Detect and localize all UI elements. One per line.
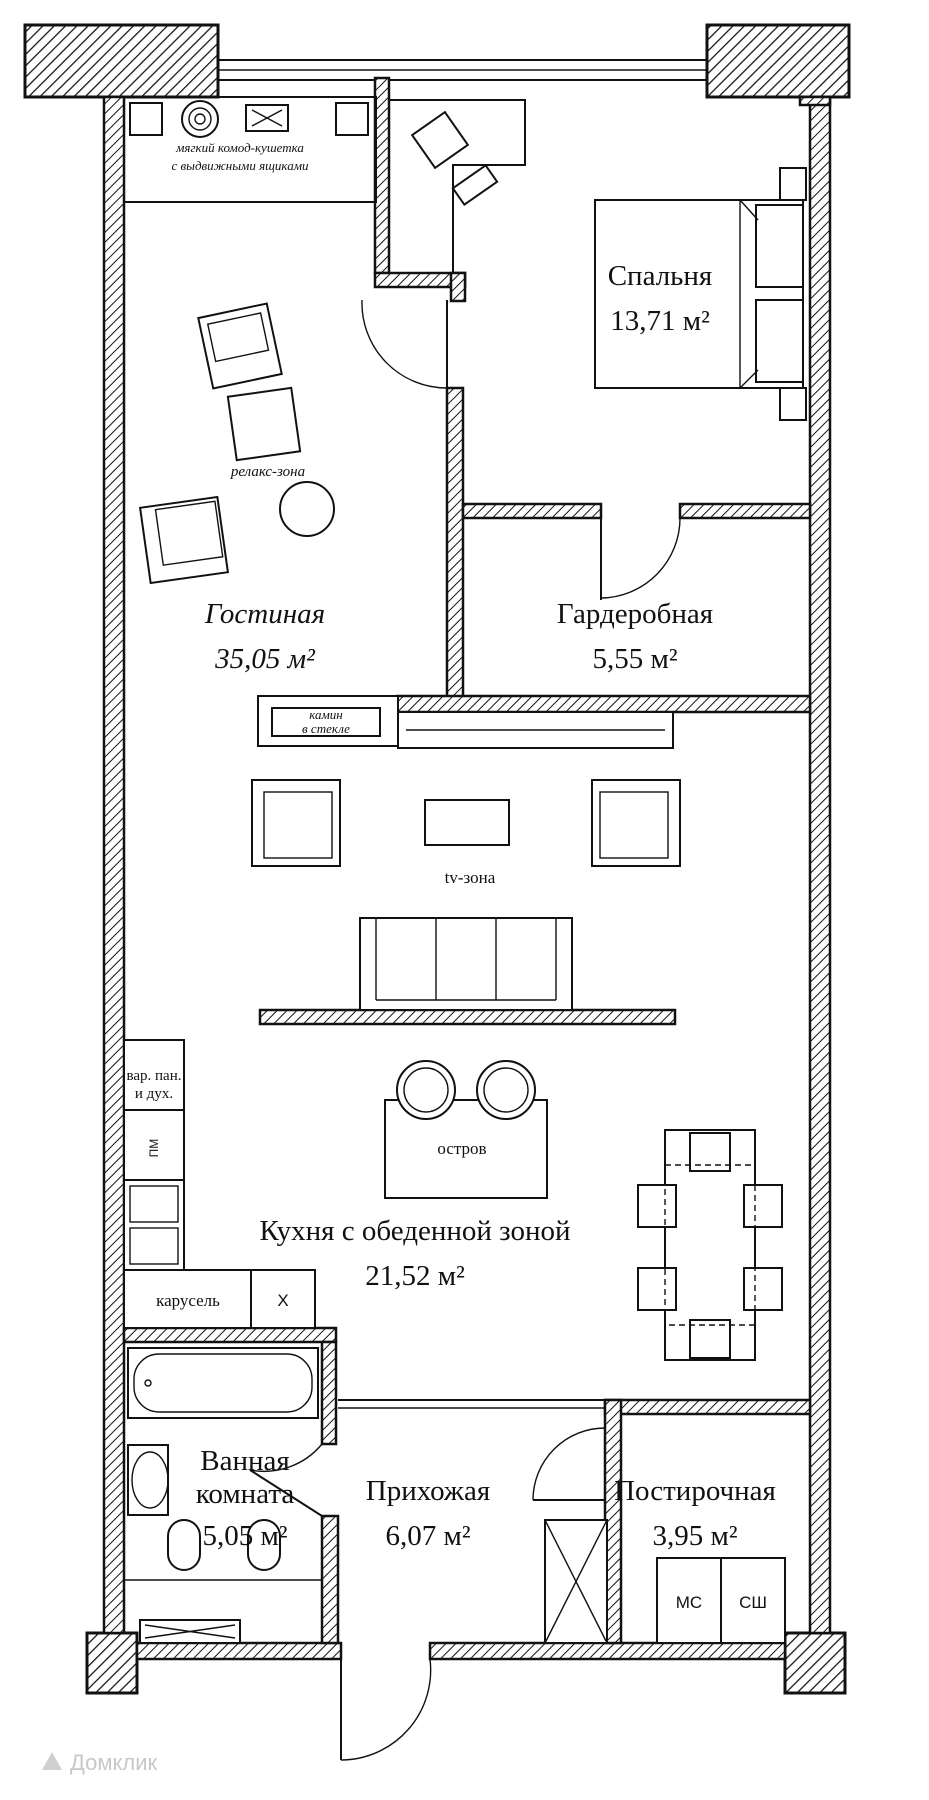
pillar-top-right xyxy=(705,23,851,99)
living-area: 35,05 м² xyxy=(214,643,316,675)
hallway-area: 6,07 м² xyxy=(385,1520,470,1552)
tv-zone: tv-зона xyxy=(251,779,681,1011)
washer-label: МС xyxy=(676,1593,702,1612)
bedroom-area: 13,71 м² xyxy=(610,305,710,337)
top-window xyxy=(218,59,707,81)
hallway-name: Прихожая xyxy=(366,1475,490,1507)
dryer-label: СШ xyxy=(739,1593,767,1612)
wall-left xyxy=(102,95,126,1635)
kitchen-name: Кухня с обеденной зоной xyxy=(259,1215,570,1247)
laundry-area: 3,95 м² xyxy=(652,1520,737,1552)
fridge-label: Х xyxy=(277,1291,288,1310)
laundry-appliances: МС СШ xyxy=(656,1557,786,1644)
kitchen-area: 21,52 м² xyxy=(365,1260,465,1292)
bed xyxy=(594,167,807,421)
dresser-label-line2: с выдвижными ящиками xyxy=(172,158,309,173)
fireplace-label-line2: в стекле xyxy=(302,721,350,736)
watermark-text: Домклик xyxy=(70,1750,158,1775)
wardrobe-area: 5,55 м² xyxy=(592,643,677,675)
pillar-bottom-left xyxy=(85,1631,139,1695)
bathroom-fixtures xyxy=(124,1347,322,1644)
house-icon xyxy=(42,1752,62,1770)
wall-bottom-left xyxy=(135,1641,343,1661)
study-desk xyxy=(389,99,526,273)
hallway-wardrobe xyxy=(544,1519,608,1644)
dishwasher-label: ПМ xyxy=(147,1139,161,1158)
dining-table xyxy=(637,1129,783,1361)
living-name: Гостиная xyxy=(204,598,325,630)
bathroom-name-line2: комната xyxy=(196,1478,295,1510)
laundry-name: Постирочная xyxy=(614,1475,776,1507)
wall-bottom-right xyxy=(428,1641,787,1661)
oven-label-line1: вар. пан. xyxy=(126,1068,181,1084)
doors xyxy=(249,299,681,1761)
wardrobe-name: Гардеробная xyxy=(557,598,713,630)
wall-top-corner-right xyxy=(798,95,832,107)
relax-zone: релакс-зона xyxy=(138,302,335,585)
dresser: мягкий комод-кушетка с выдвижными ящикам… xyxy=(123,96,377,203)
pillar-bottom-right xyxy=(783,1631,847,1695)
kitchen-cabinets: вар. пан. и дух. ПМ карусель Х xyxy=(123,1039,316,1329)
relax-zone-label: релакс-зона xyxy=(230,464,305,480)
carousel-label: карусель xyxy=(156,1291,220,1310)
island-label: остров xyxy=(437,1139,486,1158)
kitchen-island: остров xyxy=(384,1060,548,1199)
bathroom-area: 5,05 м² xyxy=(202,1520,287,1552)
fireplace: камин в стекле xyxy=(257,695,674,749)
bedroom-name: Спальня xyxy=(608,260,713,292)
oven-label-line2: и дух. xyxy=(135,1086,173,1102)
fireplace-label-line1: камин xyxy=(309,707,343,722)
dresser-label-line1: мягкий комод-кушетка xyxy=(175,140,304,155)
watermark: Домклик xyxy=(42,1750,158,1775)
bathroom-name-line1: Ванная xyxy=(200,1445,289,1477)
tv-zone-label: tv-зона xyxy=(445,868,496,887)
wall-right xyxy=(808,95,832,1635)
pillar-top-left xyxy=(23,23,220,99)
